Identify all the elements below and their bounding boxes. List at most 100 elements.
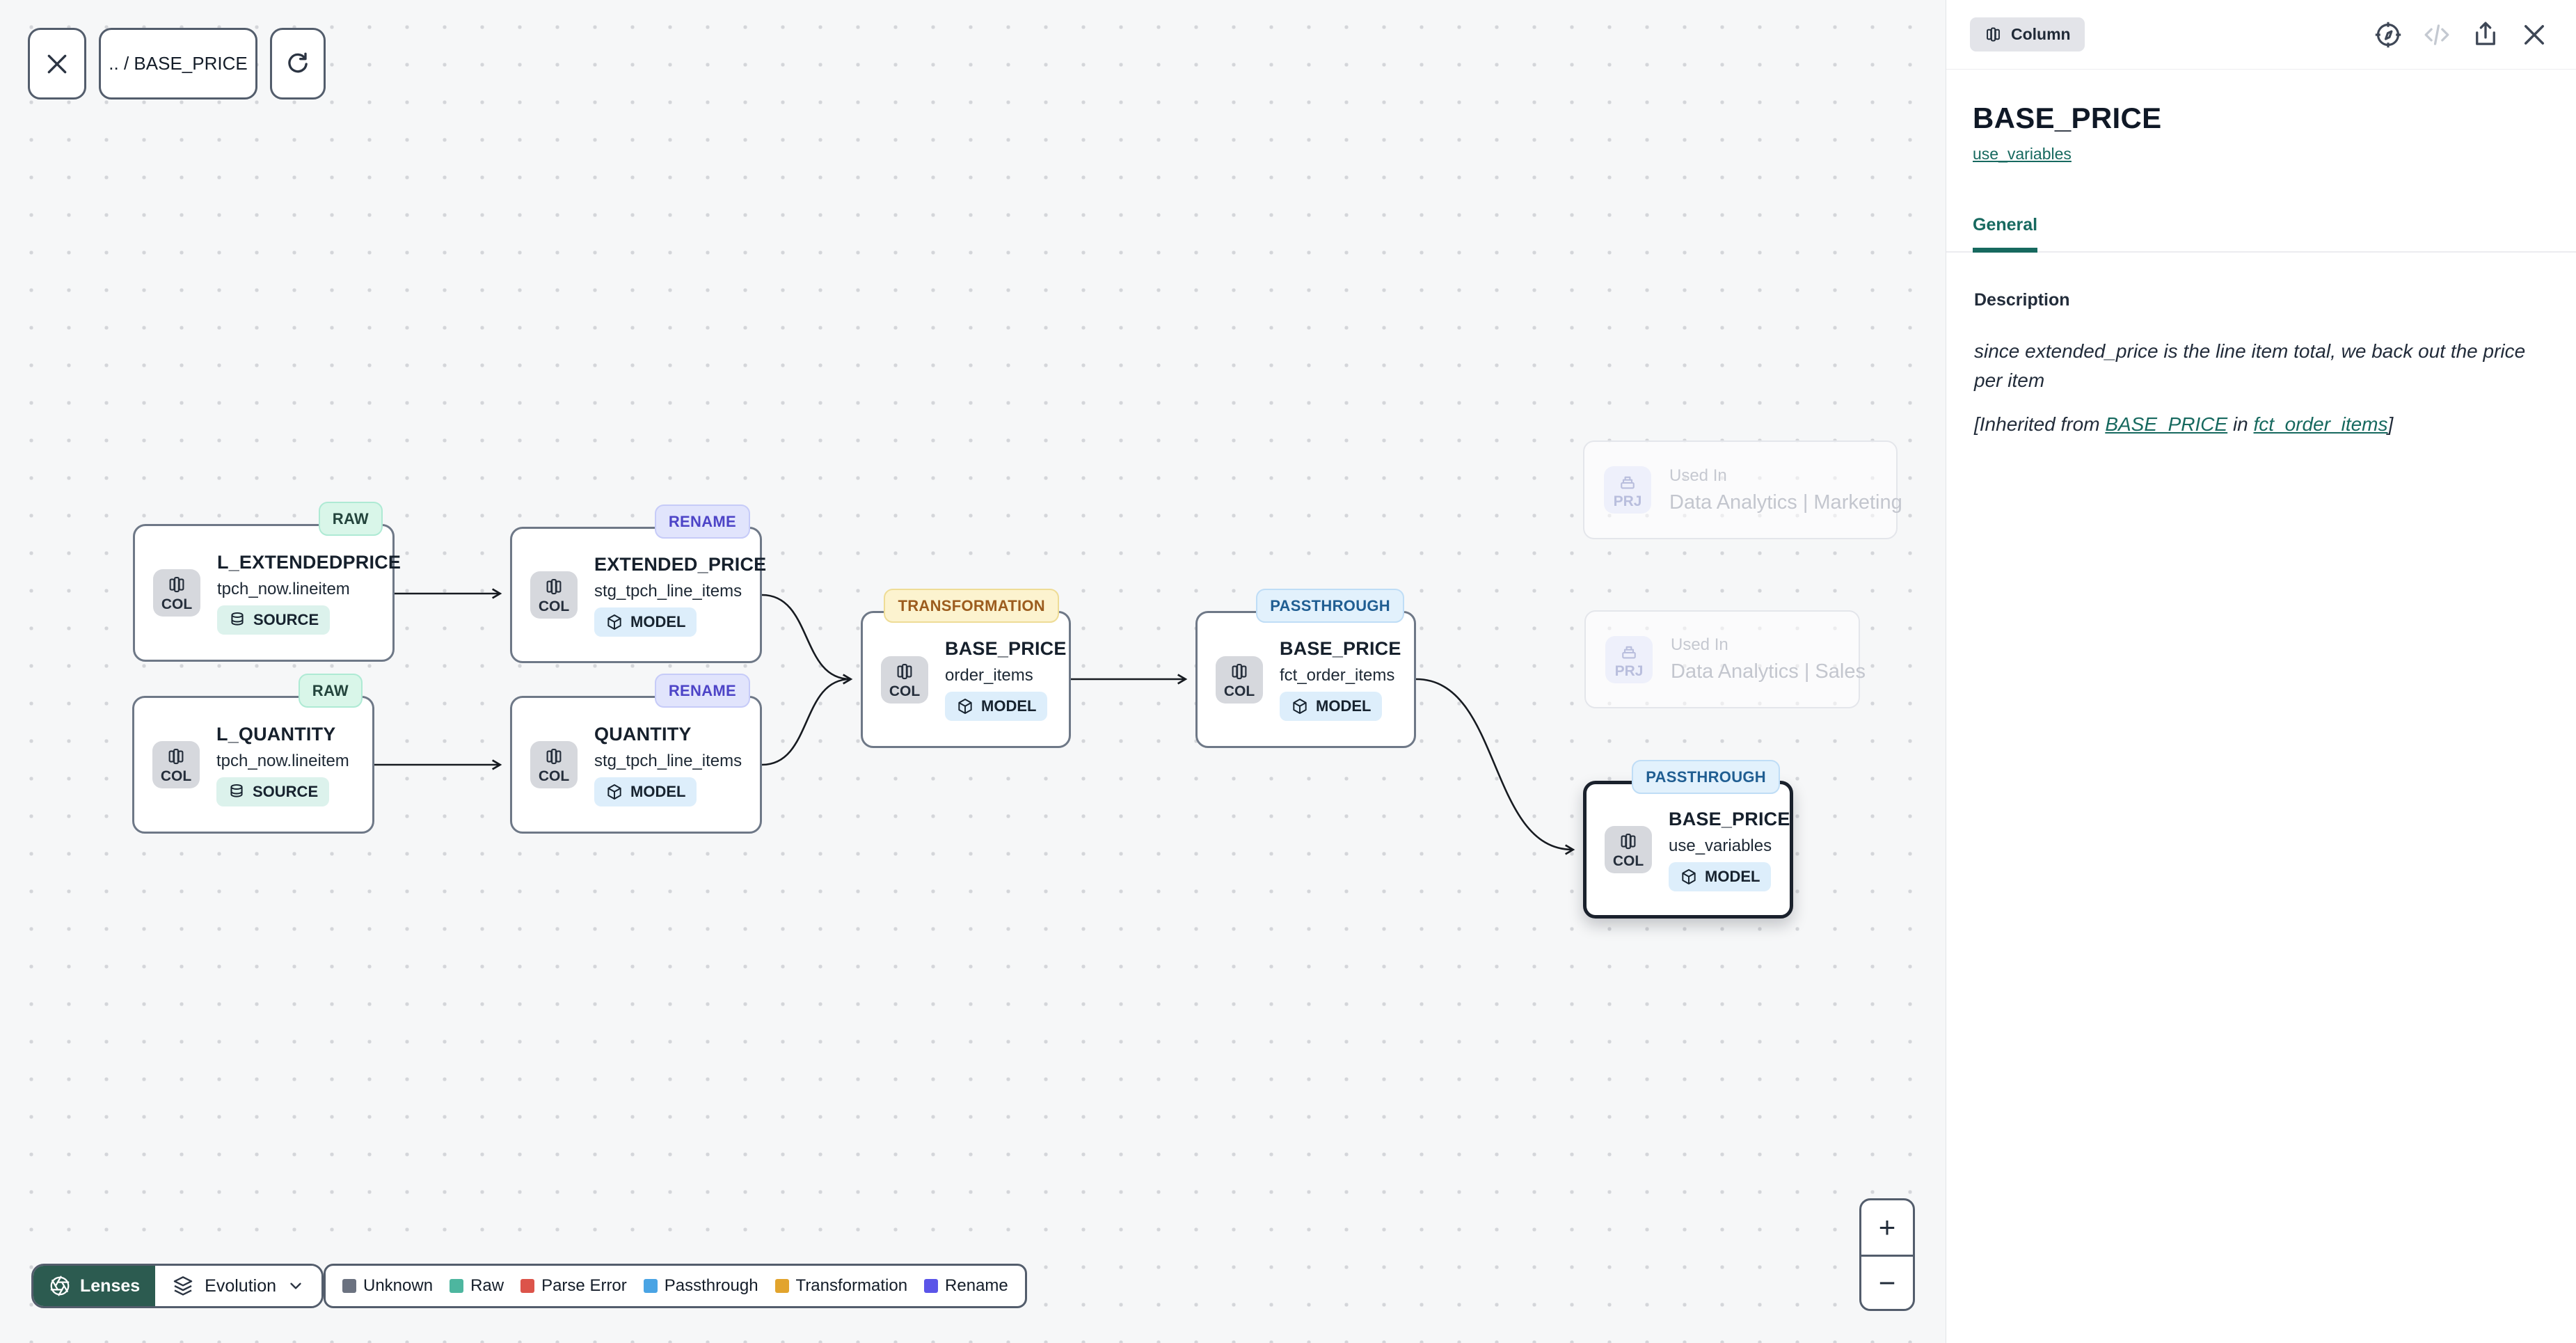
edge-type-badge: PASSTHROUGH <box>1632 760 1780 794</box>
lineage-node-quantity[interactable]: RENAME COL QUANTITY stg_tpch_line_items … <box>510 674 762 834</box>
node-type-label: SOURCE <box>253 610 319 628</box>
inherited-column-link[interactable]: BASE_PRICE <box>2105 413 2228 435</box>
node-type-badge: MODEL <box>1669 861 1772 891</box>
lineage-node-base-price-use-variables-selected[interactable]: PASSTHROUGH COL BASE_PRICE use_variables… <box>1583 760 1793 919</box>
node-title: L_EXTENDEDPRICE <box>217 551 401 573</box>
chevron-down-icon <box>290 1282 301 1289</box>
column-chip: COL <box>881 655 928 704</box>
description-label: Description <box>1974 290 2070 310</box>
refresh-button[interactable] <box>270 28 326 100</box>
node-title: EXTENDED_PRICE <box>594 553 767 575</box>
legend-item-passthrough: Passthrough <box>643 1276 758 1296</box>
lineage-node-l-extendedprice[interactable]: RAW COL L_EXTENDEDPRICE tpch_now.lineite… <box>133 502 401 662</box>
zoom-controls: + − <box>1859 1198 1915 1311</box>
lens-selector[interactable]: Evolution <box>155 1266 322 1306</box>
general-section: Description since extended_price is the … <box>1946 253 2576 473</box>
column-chip: COL <box>153 569 200 617</box>
used-in-label: Used In <box>1671 635 1728 654</box>
column-icon <box>1232 663 1247 679</box>
column-chip: COL <box>530 571 578 619</box>
edge-type-badge: RENAME <box>654 674 750 708</box>
node-type-label: MODEL <box>630 782 686 800</box>
entity-type-badge: Column <box>1970 17 2085 51</box>
node-type-label: MODEL <box>981 697 1037 715</box>
used-in-node-sales[interactable]: PRJ Used In Data Analytics | Sales <box>1584 610 1866 708</box>
share-button[interactable] <box>2469 18 2502 51</box>
lineage-node-base-price-order-items[interactable]: TRANSFORMATION COL BASE_PRICE order_item… <box>861 589 1071 748</box>
close-lineage-button[interactable] <box>28 28 86 100</box>
column-chip-label: COL <box>1223 683 1255 699</box>
node-title: BASE_PRICE <box>1280 638 1401 659</box>
lens-legend: Unknown Raw Parse Error Passthrough Tran… <box>324 1264 1027 1308</box>
model-link[interactable]: use_variables <box>1973 145 2072 163</box>
column-icon <box>546 578 562 595</box>
tab-general[interactable]: General <box>1973 215 2038 253</box>
breadcrumb-label: .. / BASE_PRICE <box>109 53 248 74</box>
column-chip-label: COL <box>538 768 570 784</box>
project-chip-label: PRJ <box>1614 662 1644 679</box>
share-icon <box>2476 22 2495 45</box>
zoom-in-button[interactable]: + <box>1878 1211 1896 1243</box>
used-in-project: Data Analytics | Marketing <box>1669 491 1902 514</box>
view-code-button[interactable] <box>2420 18 2454 51</box>
aperture-icon <box>50 1276 70 1296</box>
used-in-label: Used In <box>1669 466 1727 485</box>
panel-tabs: General <box>1946 215 2576 253</box>
code-icon <box>2424 24 2449 45</box>
compass-icon <box>2374 20 2402 49</box>
project-chip: PRJ <box>1605 635 1653 683</box>
model-cube-icon <box>958 699 972 714</box>
lineage-node-l-quantity[interactable]: RAW COL L_QUANTITY tpch_now.lineitem SOU… <box>132 674 374 834</box>
legend-swatch <box>924 1279 939 1293</box>
node-subtitle: fct_order_items <box>1280 666 1395 685</box>
lineage-canvas[interactable]: .. / BASE_PRICE RAW COL L_EXTENDEDPRICE … <box>0 0 1946 1343</box>
node-type-label: SOURCE <box>253 782 319 800</box>
inherited-note: [Inherited from BASE_PRICE in fct_order_… <box>1974 413 2548 436</box>
explore-button[interactable] <box>2371 18 2405 51</box>
column-chip: COL <box>1605 826 1652 873</box>
legend-swatch <box>774 1279 789 1293</box>
node-subtitle: stg_tpch_line_items <box>594 581 742 601</box>
edge-type-badge: TRANSFORMATION <box>884 589 1059 623</box>
column-icon <box>897 663 912 679</box>
panel-actions <box>2371 18 2551 51</box>
model-cube-icon <box>607 784 621 800</box>
inherited-prefix: [Inherited from <box>1974 413 2106 435</box>
node-subtitle: use_variables <box>1669 836 1772 855</box>
panel-title: BASE_PRICE <box>1973 102 2162 134</box>
legend-label: Parse Error <box>541 1276 627 1295</box>
lineage-node-base-price-fct-order-items[interactable]: PASSTHROUGH COL BASE_PRICE fct_order_ite… <box>1195 589 1416 748</box>
project-chip: PRJ <box>1604 466 1651 514</box>
legend-item-raw: Raw <box>450 1276 504 1296</box>
column-icon <box>1621 833 1636 850</box>
node-subtitle: tpch_now.lineitem <box>217 579 350 598</box>
column-chip-label: COL <box>889 683 921 699</box>
model-cube-icon <box>1293 699 1307 714</box>
node-subtitle: order_items <box>945 666 1033 685</box>
column-icon <box>169 576 184 593</box>
legend-label: Rename <box>945 1276 1008 1295</box>
inherited-model-link[interactable]: fct_order_items <box>2253 413 2388 435</box>
legend-label: Transformation <box>795 1276 908 1295</box>
legend-item-transformation: Transformation <box>774 1276 908 1296</box>
column-chip-label: COL <box>161 596 193 612</box>
close-icon <box>2525 24 2544 45</box>
lineage-node-extended-price[interactable]: RENAME COL EXTENDED_PRICE stg_tpch_line_… <box>510 504 766 663</box>
node-title: BASE_PRICE <box>1669 808 1790 829</box>
edge-type-badge: RAW <box>318 502 383 536</box>
panel-header: Column <box>1946 0 2576 70</box>
close-panel-button[interactable] <box>2518 18 2551 51</box>
legend-label: Raw <box>470 1276 504 1295</box>
used-in-node-marketing[interactable]: PRJ Used In Data Analytics | Marketing <box>1583 440 1902 539</box>
breadcrumb[interactable]: .. / BASE_PRICE <box>99 28 257 100</box>
zoom-out-button[interactable]: − <box>1861 1255 1913 1309</box>
lenses-button[interactable]: Lenses <box>33 1266 156 1306</box>
project-icon <box>1621 476 1635 489</box>
node-type-badge: SOURCE <box>217 605 331 635</box>
used-in-project: Data Analytics | Sales <box>1671 660 1866 683</box>
legend-swatch <box>643 1279 658 1293</box>
project-icon <box>1622 646 1636 658</box>
column-chip: COL <box>530 741 578 788</box>
node-type-badge: SOURCE <box>216 777 330 806</box>
